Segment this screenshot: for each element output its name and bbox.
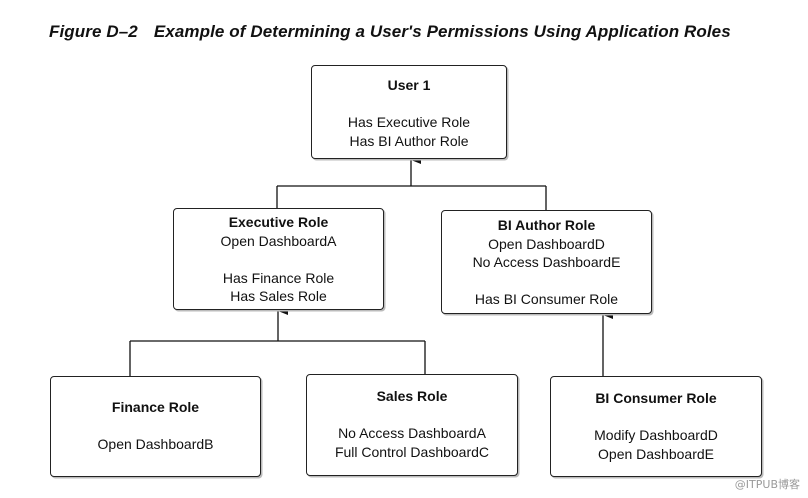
- watermark: @ITPUB博客: [734, 478, 800, 491]
- node-title: User 1: [387, 77, 431, 93]
- node-sales-role: Sales Role No Access DashboardA Full Con…: [306, 374, 518, 476]
- node-line: Open DashboardA: [220, 232, 337, 249]
- node-line: Modify DashboardD: [594, 427, 718, 443]
- node-title: Sales Role: [376, 388, 448, 404]
- node-title: Executive Role: [228, 214, 329, 230]
- node-executive-role: Executive Role Open DashboardA Has Finan…: [173, 208, 384, 310]
- node-title: BI Consumer Role: [595, 390, 717, 406]
- edge-roles-to-user1: [276, 156, 547, 210]
- node-line: Has Sales Role: [230, 288, 327, 304]
- node-line: Has BI Author Role: [349, 132, 469, 149]
- node-bi-consumer-role: BI Consumer Role Modify DashboardD Open …: [550, 376, 762, 477]
- node-title: BI Author Role: [497, 217, 596, 233]
- node-bi-author-role: BI Author Role Open DashboardD No Access…: [441, 210, 652, 314]
- node-title: Finance Role: [111, 399, 200, 415]
- node-line: Full Control DashboardC: [334, 443, 490, 460]
- node-line: Has BI Consumer Role: [474, 291, 619, 307]
- node-finance-role: Finance Role Open DashboardB: [50, 376, 261, 477]
- node-line: No Access DashboardE: [472, 254, 621, 270]
- node-line: Has Executive Role: [347, 114, 471, 130]
- node-line: Open DashboardD: [488, 235, 605, 252]
- figure-number: Figure D–2: [49, 22, 138, 41]
- node-user-1: User 1 Has Executive Role Has BI Author …: [311, 65, 507, 159]
- figure-title: Example of Determining a User's Permissi…: [153, 22, 731, 41]
- edge-finance-sales-to-executive: [129, 307, 426, 376]
- node-line: No Access DashboardA: [338, 425, 486, 441]
- node-line: Has Finance Role: [222, 269, 335, 286]
- node-line: Open DashboardB: [97, 436, 214, 452]
- node-line: Open DashboardE: [598, 445, 714, 462]
- figure-caption: Figure D–2 Example of Determining a User'…: [49, 22, 731, 42]
